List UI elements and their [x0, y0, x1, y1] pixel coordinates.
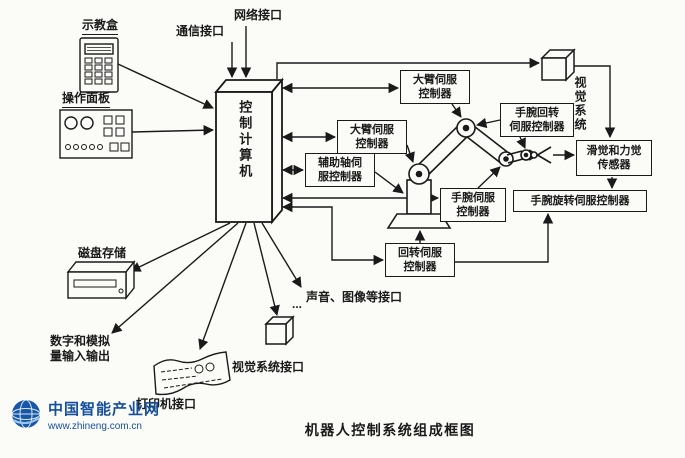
globe-icon — [11, 399, 41, 429]
label-vision-system: 视觉系统 — [573, 76, 587, 132]
connector-lines — [111, 26, 618, 350]
vision-system-box-figure — [540, 48, 576, 82]
box-arm-servo-2: 大臂伺服 控制器 — [337, 120, 407, 154]
vision-interface-box-figure — [264, 315, 295, 346]
box-wrist-spin-servo: 手腕旋转伺服控制器 — [513, 190, 647, 212]
robot-arm-figure — [386, 118, 552, 229]
label-digital-analog-io: 数字和模拟 量输入输出 — [50, 334, 111, 363]
box-rotation-servo: 回转伺服 控制器 — [385, 243, 455, 277]
diagram-caption: 机器人控制系统组成框图 — [304, 422, 476, 438]
watermark-site-url: www.zhineng.com.cn — [48, 421, 142, 432]
printer-paper-figure — [153, 351, 231, 396]
box-arm-servo-1: 大臂伺服 控制器 — [400, 70, 470, 104]
watermark-text: 中国智能产业网 www.zhineng.com.cn — [48, 398, 160, 432]
watermark: 中国智能产业网 www.zhineng.com.cn — [10, 398, 160, 432]
box-slip-force-sensor: 滑觉和力觉 传感器 — [576, 140, 652, 176]
label-audio-image-interface: 声音、图像等接口 — [306, 290, 403, 304]
label-printer-interface: 打印机接口 — [136, 397, 197, 411]
teach-pendant-figure — [79, 37, 119, 93]
label-operation-panel: 操作面板 — [62, 91, 111, 108]
box-wrist-turn-servo: 手腕回转 伺服控制器 — [500, 103, 574, 137]
disk-drive-figure — [66, 260, 136, 300]
label-network-interface: 网络接口 — [234, 8, 283, 22]
box-wrist-servo: 手腕伺服 控制器 — [440, 188, 506, 222]
label-control-computer: 控制计算机 — [237, 100, 253, 180]
box-aux-axis-servo: 辅助轴伺 服控制器 — [305, 153, 375, 187]
watermark-site-name: 中国智能产业网 — [48, 401, 161, 418]
control-computer-box-figure — [214, 77, 284, 225]
label-teach-pendant: 示教盒 — [82, 18, 119, 35]
label-disk-storage: 磁盘存储 — [78, 246, 127, 260]
label-ellipsis: ... — [292, 297, 303, 311]
label-vision-interface: 视觉系统接口 — [232, 360, 305, 374]
operation-panel-figure — [59, 109, 133, 159]
label-comm-interface: 通信接口 — [176, 24, 225, 38]
